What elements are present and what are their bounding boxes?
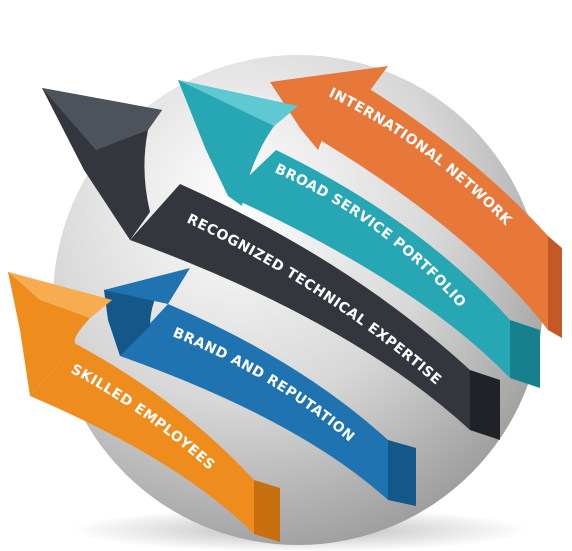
band-skilled-fold	[254, 480, 280, 542]
arrow-head-brand-main	[104, 268, 190, 304]
arrow-head-broad-highlight	[178, 80, 298, 126]
band-brand-body	[120, 304, 388, 500]
arrow-head-recognized-highlight	[42, 88, 162, 150]
band-broad-fold	[510, 320, 540, 388]
band-brand-fold	[388, 440, 416, 506]
band-recognized-fold	[470, 370, 500, 440]
band-international-fold	[548, 236, 562, 338]
band-international-body	[300, 78, 548, 330]
band-recognized-body	[130, 184, 470, 430]
band-skilled-body	[30, 344, 254, 534]
arrow-head-international	[270, 66, 388, 150]
band-broad-body	[228, 150, 510, 378]
arrow-head-skilled-highlight	[8, 272, 112, 318]
